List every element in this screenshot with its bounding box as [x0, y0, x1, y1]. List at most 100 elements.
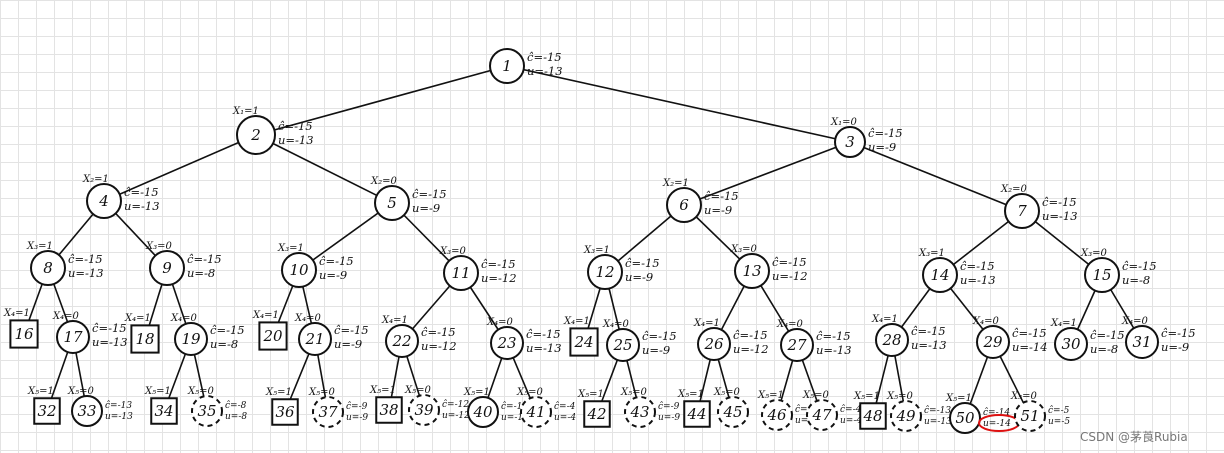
- node-circle: [385, 324, 419, 358]
- node-label: 11: [451, 264, 470, 282]
- upper-bound-annotation: u=-13: [124, 199, 160, 213]
- watermark-text: CSDN @茅莨Rubia: [1080, 430, 1188, 444]
- cost-annotation: ĉ=-9: [346, 401, 368, 412]
- branch-label: X₄=0: [602, 319, 630, 330]
- cost-annotation: ĉ=-15: [526, 327, 561, 341]
- leaf-square: [130, 324, 160, 354]
- node-circle: [587, 254, 623, 290]
- branch-label: X₅=0: [404, 385, 432, 396]
- upper-bound-annotation: u=-9: [346, 413, 368, 423]
- upper-bound-annotation: u=-12: [481, 271, 517, 285]
- edges-layer: [23, 65, 1143, 419]
- edge-3-6: [683, 141, 851, 206]
- node-label: 15: [1092, 266, 1111, 284]
- node-label: 48: [862, 407, 882, 425]
- node-label: 28: [881, 331, 901, 349]
- cost-annotation: ĉ=-15: [1090, 328, 1125, 342]
- edge-2-5: [255, 134, 393, 204]
- branch-label: X₅=0: [1010, 391, 1038, 402]
- node-label: 6: [679, 196, 689, 214]
- cost-annotation: ĉ=-15: [278, 119, 313, 133]
- node-circle: [1054, 327, 1088, 361]
- leaf-square: [271, 398, 299, 426]
- upper-bound-annotation: u=-13: [816, 343, 852, 357]
- node-circle: [86, 183, 122, 219]
- node-circle: [490, 326, 524, 360]
- upper-bound-annotation: u=-8: [187, 266, 215, 280]
- branch-label: X₅=1: [265, 387, 292, 398]
- branch-label: X₄=0: [52, 311, 80, 322]
- branch-label: X₄=0: [972, 316, 1000, 327]
- pruned-node-circle: [191, 395, 223, 427]
- node-label: 49: [895, 407, 916, 425]
- branch-label: X₄=1: [252, 310, 279, 321]
- upper-bound-annotation: u=-9: [625, 270, 653, 284]
- branch-label: X₄=0: [170, 313, 198, 324]
- upper-bound-annotation: u=-13: [924, 417, 952, 427]
- pruned-node-circle: [717, 396, 749, 428]
- branch-label: X₄=1: [124, 313, 151, 324]
- upper-bound-annotation: u=-12: [772, 269, 808, 283]
- branch-label: X₅=0: [620, 387, 648, 398]
- node-label: 8: [43, 259, 53, 277]
- upper-bound-annotation: u=-13: [911, 338, 947, 352]
- branch-label: X₃=1: [277, 243, 304, 254]
- upper-bound-annotation: u=-8: [225, 412, 247, 422]
- branch-label: X₅=1: [463, 387, 490, 398]
- tree-node-2: 2X₁=1ĉ=-15u=-13: [232, 106, 314, 155]
- node-label: 27: [786, 336, 807, 354]
- branch-label: X₃=0: [439, 246, 467, 257]
- cost-annotation: ĉ=-14: [983, 407, 1010, 418]
- upper-bound-annotation: u=-12: [442, 411, 470, 421]
- cost-annotation: ĉ=-15: [187, 252, 222, 266]
- branch-label: X₅=0: [886, 391, 914, 402]
- node-circle: [976, 325, 1010, 359]
- cost-annotation: ĉ=-15: [412, 187, 447, 201]
- node-circle: [56, 320, 90, 354]
- node-circle: [489, 48, 525, 84]
- node-circle: [236, 115, 276, 155]
- node-label: 32: [37, 402, 56, 420]
- node-circle: [697, 327, 731, 361]
- edge-2-4: [103, 134, 257, 202]
- node-label: 37: [318, 403, 338, 421]
- upper-bound-annotation: u=-8: [210, 337, 238, 351]
- cost-annotation: ĉ=-4: [840, 404, 862, 415]
- upper-bound-annotation: u=-4: [554, 413, 576, 423]
- leaf-square: [569, 327, 599, 357]
- upper-bound-annotation: u=-9: [319, 268, 347, 282]
- cost-annotation: ĉ=-15: [868, 126, 903, 140]
- node-circle: [467, 396, 499, 428]
- cost-annotation: ĉ=-15: [1012, 326, 1047, 340]
- cost-annotation: ĉ=-15: [334, 323, 369, 337]
- node-label: 3: [845, 133, 855, 151]
- node-label: 19: [181, 330, 201, 348]
- node-label: 39: [414, 401, 434, 419]
- cost-annotation: ĉ=-13: [105, 400, 132, 411]
- node-label: 12: [595, 263, 614, 281]
- branch-label: X₁=1: [232, 106, 259, 117]
- node-label: 51: [1020, 407, 1039, 425]
- pruned-node-circle: [1014, 400, 1046, 432]
- node-circle: [174, 322, 208, 356]
- branch-label: X₂=1: [82, 174, 109, 185]
- cost-annotation: ĉ=-8: [225, 400, 247, 411]
- branch-label: X₅=1: [757, 390, 784, 401]
- upper-bound-annotation: u=-12: [733, 342, 769, 356]
- pruned-node-circle: [312, 396, 344, 428]
- node-label: 25: [612, 336, 632, 354]
- node-label: 20: [262, 327, 283, 345]
